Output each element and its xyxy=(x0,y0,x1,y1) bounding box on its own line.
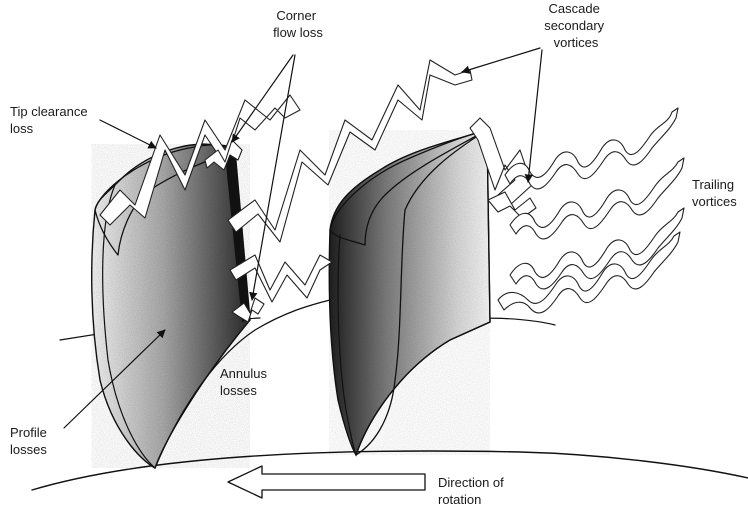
right-blade-tip xyxy=(329,129,488,246)
left-blade-trailing-edge xyxy=(225,150,250,322)
trailing-vortex-2 xyxy=(509,157,685,240)
pointer-cascade-2 xyxy=(524,49,543,183)
label-tip-clearance-loss: Tip clearance loss xyxy=(10,104,91,136)
right-blade xyxy=(328,129,491,457)
pointer-corner-lower xyxy=(249,54,296,301)
trailing-vortices xyxy=(497,107,685,314)
label-profile-losses: Profile losses xyxy=(10,425,50,457)
label-trailing-vortices: Trailing vortices xyxy=(692,177,738,209)
left-blade-stipple xyxy=(91,144,250,469)
label-direction-of-rotation: Direction of rotation xyxy=(438,475,507,507)
pointer-tip-clearance xyxy=(99,119,157,149)
passage-vortex xyxy=(227,59,473,243)
rotation-arrow xyxy=(227,465,426,499)
label-corner-flow-loss: Corner flow loss xyxy=(273,8,323,40)
hub-annulus-curve xyxy=(31,450,748,491)
corner-vortex-upper xyxy=(204,139,243,171)
pointer-lines xyxy=(63,47,543,429)
left-blade xyxy=(91,143,251,469)
exit-vortex xyxy=(487,191,537,219)
pointer-corner-upper xyxy=(231,54,294,143)
label-cascade-secondary-vortices: Cascade secondary vortices xyxy=(544,1,608,50)
pointer-profile-losses xyxy=(63,329,166,429)
trailing-vortex-3 xyxy=(509,207,685,290)
tip-clearance-vortex xyxy=(99,94,301,226)
trailing-vortex-1 xyxy=(504,107,679,190)
corner-vortex-lower xyxy=(231,297,265,323)
right-blade-front-face xyxy=(355,129,491,456)
trailing-vortex-4 xyxy=(497,231,681,314)
passage-vortex-lower xyxy=(229,254,333,303)
right-blade-leading-edge xyxy=(337,234,357,456)
right-blade-stipple xyxy=(329,130,490,455)
left-blade-leading-edge xyxy=(102,184,156,469)
pointer-cascade-1 xyxy=(461,47,541,74)
label-annulus-losses: Annulus losses xyxy=(220,366,271,398)
passage-hub-curve xyxy=(154,299,331,469)
